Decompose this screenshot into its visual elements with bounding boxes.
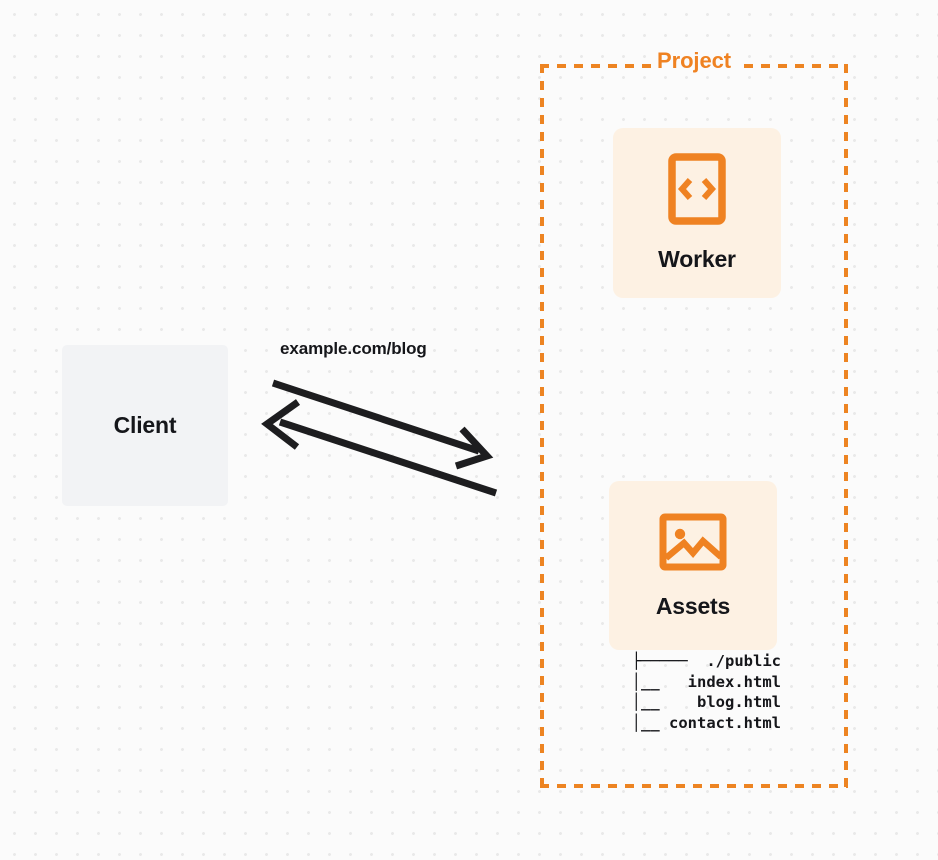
worker-node[interactable]: Worker <box>613 128 781 298</box>
project-border-bottom <box>540 784 848 788</box>
tree-line-index: │__ index.html <box>603 672 781 691</box>
code-brackets-icon <box>668 153 726 230</box>
assets-node[interactable]: Assets <box>609 481 777 650</box>
tree-line-contact: │__ contact.html <box>603 713 781 732</box>
project-border-right <box>844 64 848 788</box>
client-label: Client <box>113 412 177 438</box>
image-picture-icon <box>659 512 727 577</box>
worker-label: Worker <box>658 246 736 272</box>
project-group[interactable]: Project <box>540 48 848 788</box>
client-node[interactable]: Client <box>62 345 228 506</box>
request-url-label: example.com/blog <box>280 339 427 358</box>
assets-label: Assets <box>655 592 731 619</box>
tree-line-root: ├───── ./public <box>631 652 781 670</box>
assets-file-tree: ├───── ./public │__ index.html │__ blog.… <box>589 651 781 733</box>
project-border-left <box>540 64 544 788</box>
project-label: Project <box>652 48 736 74</box>
tree-line-blog: │__ blog.html <box>603 693 781 712</box>
response-arrow[interactable] <box>261 399 498 497</box>
request-arrow[interactable] <box>271 379 494 470</box>
